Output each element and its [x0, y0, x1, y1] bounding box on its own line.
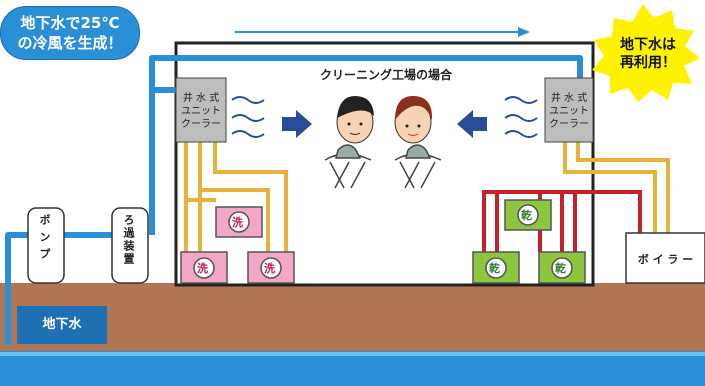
boiler-unit	[625, 232, 705, 284]
washer-icon	[180, 251, 228, 284]
washer-icon	[247, 251, 295, 284]
pump-label: ポンプ	[38, 214, 51, 265]
boiler-label: ボ イ ラ ー	[637, 253, 694, 266]
wind-icon	[231, 96, 265, 138]
worker-icon	[394, 96, 433, 144]
red-pipes	[482, 190, 642, 252]
ironing-board-icon	[324, 144, 442, 189]
dryer-icon	[504, 199, 552, 231]
washer-icon	[215, 206, 263, 238]
callout-left-line2: の冷風を生成！	[17, 34, 123, 52]
dry-label: 乾	[489, 262, 500, 275]
cooler-right-line: ユニット	[549, 106, 589, 117]
dry-label: 乾	[555, 262, 566, 275]
cooler-left-line: 井 水 式	[182, 93, 220, 104]
factory-building	[174, 41, 595, 287]
wash-label: 洗	[197, 262, 208, 275]
yellow-pipes-right	[563, 142, 670, 233]
soil-layer	[0, 283, 705, 351]
wash-label: 洗	[232, 216, 243, 229]
groundwater-label: 地下水	[17, 306, 107, 344]
dryer-icon	[472, 251, 520, 284]
arrow-icon	[282, 110, 312, 138]
dryer-icon	[538, 251, 586, 284]
cooler-right-line: 井 水 式	[550, 93, 588, 104]
cooler-left-line: クーラー	[181, 119, 221, 130]
dry-label: 乾	[521, 209, 532, 222]
callout-left: 地下水で25℃ の冷風を生成！	[0, 6, 140, 60]
cooler-right-line: クーラー	[549, 119, 589, 130]
cooler-unit-right	[544, 77, 594, 143]
starburst-icon	[592, 4, 700, 102]
water-highlight	[0, 352, 705, 356]
cooler-right-label: 井 水 式 ユニット クーラー	[545, 92, 593, 131]
flow-arrow-icon	[235, 27, 530, 37]
cooler-unit-left	[175, 77, 227, 143]
filter-unit	[111, 207, 149, 284]
worker-icon	[336, 96, 374, 144]
filter-label: ろ過装置	[122, 214, 135, 266]
callout-right: 地下水は 再利用！	[608, 36, 688, 72]
diagram-title: クリーニング工場の場合	[319, 68, 452, 82]
pump-unit	[27, 207, 65, 284]
water-layer	[0, 351, 705, 386]
cooler-left-label: 井 水 式 ユニット クーラー	[176, 92, 226, 131]
callout-right-line2: 再利用！	[620, 55, 676, 71]
cooler-left-line: ユニット	[181, 106, 221, 117]
callout-right-line1: 地下水は	[620, 37, 676, 53]
wind-icon	[504, 96, 538, 138]
wash-label: 洗	[264, 262, 275, 275]
callout-left-line1: 地下水で25℃	[20, 14, 120, 32]
yellow-pipes-left	[184, 142, 288, 253]
arrow-icon	[457, 110, 487, 138]
